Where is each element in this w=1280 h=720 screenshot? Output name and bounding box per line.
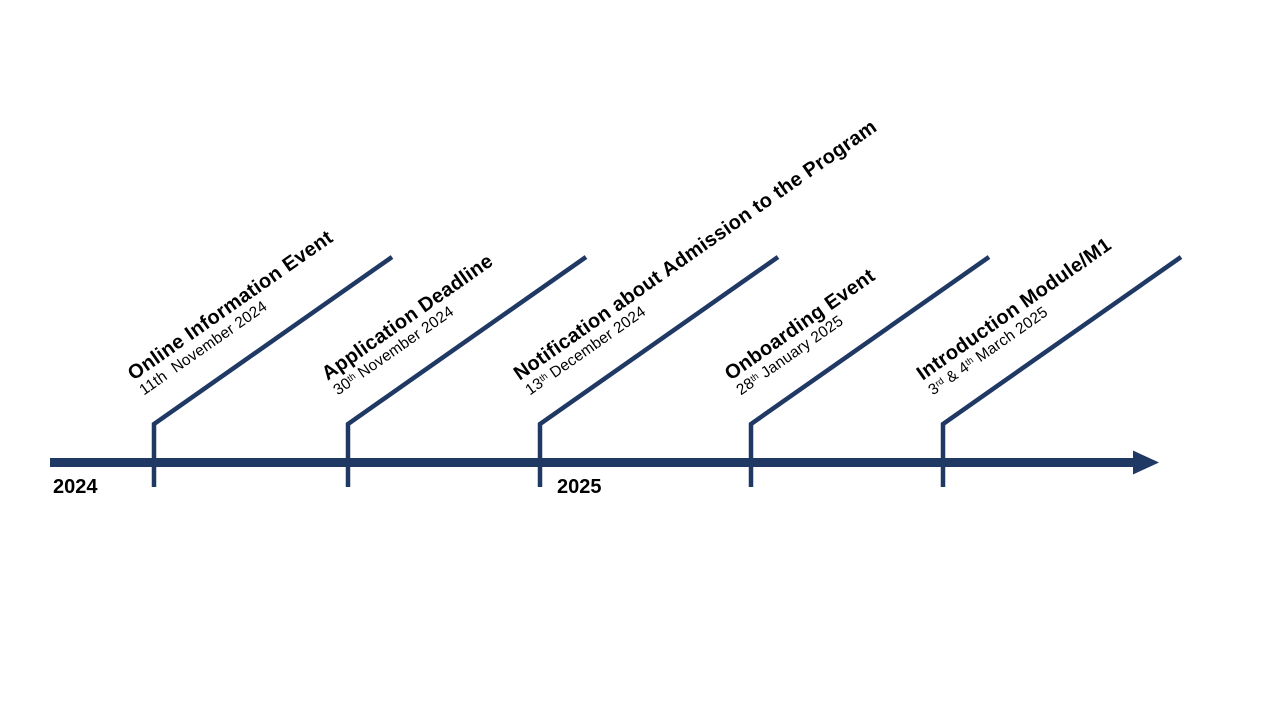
year-label-2025: 2025 <box>557 476 602 498</box>
milestone-callout-line <box>537 255 780 487</box>
year-label-2024: 2024 <box>53 476 98 498</box>
milestone-callout-line <box>748 255 991 487</box>
milestone-callout-line <box>345 255 588 487</box>
milestone-callout-line <box>940 255 1183 487</box>
timeline-arrowhead <box>1133 450 1159 475</box>
milestone-callout-line <box>151 255 394 487</box>
